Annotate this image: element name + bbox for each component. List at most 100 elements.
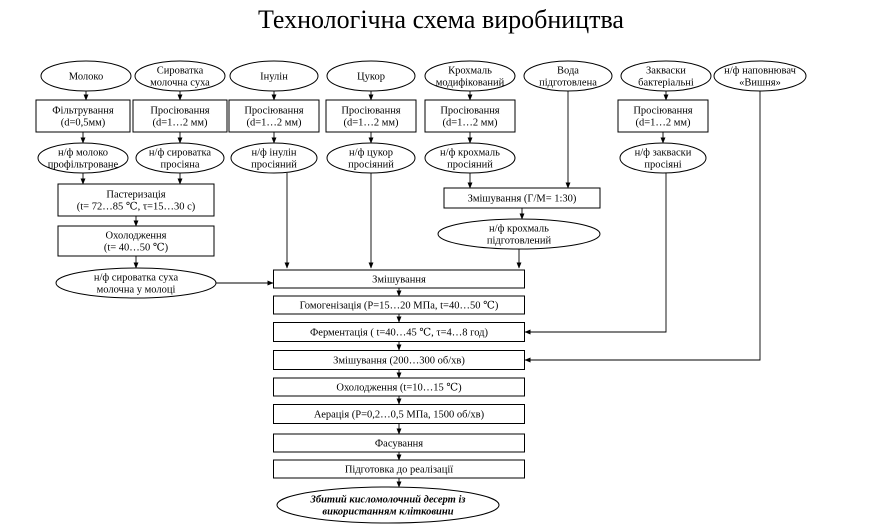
node-sieve-starter-line-2: (d=1…2 мм) xyxy=(635,118,691,129)
node-sieve-sugar-line-1: Просіювання xyxy=(341,106,400,117)
node-sf-starter-line-2: просіяні xyxy=(644,160,681,171)
node-mix1: Змішування xyxy=(273,269,525,289)
node-homog-box xyxy=(273,295,525,315)
node-product-line-2: використанням клітковини xyxy=(322,507,453,518)
node-sf-whey-milk-line-1: н/ф сироватка суха xyxy=(94,273,179,284)
node-prep-sale: Підготовка до реалізації xyxy=(273,459,525,479)
node-sugar-ellipse xyxy=(326,60,416,92)
node-starter-ellipse xyxy=(620,60,712,92)
node-filter-milk: Фільтрування(d=0,5мм) xyxy=(35,99,131,133)
node-sugar: Цукор xyxy=(326,60,416,92)
node-sieve-sugar-line-2: (d=1…2 мм) xyxy=(343,118,399,129)
node-mix-starch-box xyxy=(443,187,601,209)
node-filler-line-1: н/ф наповнювач xyxy=(724,66,796,77)
node-sf-starch-line-2: просіяний xyxy=(447,160,493,171)
node-sf-milk-line-1: н/ф молоко xyxy=(58,148,108,159)
node-sf-milk-line-2: профільтроване xyxy=(48,160,119,171)
node-filter-milk-box xyxy=(35,99,131,133)
node-sf-whey-milk-line-2: молочна у молоці xyxy=(97,285,176,296)
node-sieve-inulin-box xyxy=(228,99,320,133)
node-milk-ellipse xyxy=(40,60,132,92)
node-mix2-line-1: Змішування (200…300 об/хв) xyxy=(333,356,465,367)
node-whey-line-2: молочна суха xyxy=(150,78,210,89)
node-sf-starch-line-1: н/ф крохмаль xyxy=(440,148,500,159)
node-cool1: Охолодження(t= 40…50 ℃) xyxy=(57,225,215,257)
node-sf-sugar-ellipse xyxy=(326,142,416,174)
node-cool1-box xyxy=(57,225,215,257)
node-filler: н/ф наповнювач«Вишня» xyxy=(713,60,807,92)
node-sugar-line-1: Цукор xyxy=(357,72,385,83)
node-sieve-inulin: Просіювання(d=1…2 мм) xyxy=(228,99,320,133)
node-sf-starter-line-1: н/ф закваски xyxy=(635,148,692,159)
node-packing-box xyxy=(273,433,525,453)
node-filter-milk-line-2: (d=0,5мм) xyxy=(61,118,106,129)
node-sieve-sugar-box xyxy=(325,99,417,133)
node-starter-line-1: Закваски xyxy=(646,66,686,77)
node-cool1-line-1: Охолодження xyxy=(106,231,167,242)
node-pasteur-line-1: Пастеризація xyxy=(106,190,165,201)
node-cool2-line-1: Охолодження (t=10…15 ℃) xyxy=(336,383,462,394)
node-mix1-box xyxy=(273,269,525,289)
node-inulin: Інулін xyxy=(229,60,319,92)
node-sieve-whey-box xyxy=(132,99,228,133)
node-sieve-starter: Просіювання(d=1…2 мм) xyxy=(617,99,709,133)
node-sf-starch-ellipse xyxy=(424,142,516,174)
node-sieve-starch-line-2: (d=1…2 мм) xyxy=(442,118,498,129)
node-sf-starch-prep-ellipse xyxy=(437,218,601,250)
node-mix2-box xyxy=(273,350,525,370)
node-prep-sale-box xyxy=(273,459,525,479)
node-sieve-inulin-line-2: (d=1…2 мм) xyxy=(246,118,302,129)
node-sieve-whey-line-2: (d=1…2 мм) xyxy=(152,118,208,129)
node-sf-whey-milk-ellipse xyxy=(55,267,217,299)
node-ferment-box xyxy=(273,322,525,342)
node-filler-line-2: «Вишня» xyxy=(739,78,781,89)
node-product: Збитий кисломолочний десерт ізвикористан… xyxy=(276,486,500,524)
node-ferment: Ферментація ( t=40…45 ℃, τ=4…8 год) xyxy=(273,322,525,342)
node-starch-line-1: Крохмаль xyxy=(448,66,492,77)
node-ferment-line-1: Ферментація ( t=40…45 ℃, τ=4…8 год) xyxy=(310,328,489,339)
node-sf-sugar-line-1: н/ф цукор xyxy=(349,148,393,159)
node-sieve-whey-line-1: Просіювання xyxy=(150,106,209,117)
node-packing-line-1: Фасування xyxy=(375,439,423,450)
node-filler-ellipse xyxy=(713,60,807,92)
node-starch-ellipse xyxy=(424,60,516,92)
node-sf-starch-prep-line-2: підготовлений xyxy=(487,236,552,247)
node-sieve-sugar: Просіювання(d=1…2 мм) xyxy=(325,99,417,133)
node-milk-line-1: Молоко xyxy=(69,72,104,83)
node-product-ellipse xyxy=(276,486,500,524)
node-pasteur-box xyxy=(57,183,215,217)
node-water-ellipse xyxy=(523,60,613,92)
node-pasteur-line-2: (t= 72…85 ℃, τ=15…30 с) xyxy=(77,202,196,213)
node-pasteur: Пастеризація(t= 72…85 ℃, τ=15…30 с) xyxy=(57,183,215,217)
diagram-title: Технологічна схема виробництва xyxy=(258,5,624,34)
node-whey-line-1: Сироватка xyxy=(157,66,204,77)
node-aeration-line-1: Аерація (Р=0,2…0,5 МПа, 1500 об/хв) xyxy=(314,410,485,421)
node-sieve-starch-line-1: Просіювання xyxy=(440,106,499,117)
node-homog-line-1: Гомогенізація (Р=15…20 МПа, t=40…50 ℃) xyxy=(300,301,499,312)
flow-arrow-32 xyxy=(524,173,667,335)
node-mix-starch: Змішування (Г/М= 1:30) xyxy=(443,187,601,209)
flow-arrow-33 xyxy=(524,91,761,363)
node-sieve-starter-box xyxy=(617,99,709,133)
node-aeration: Аерація (Р=0,2…0,5 МПа, 1500 об/хв) xyxy=(273,404,525,424)
node-mix2: Змішування (200…300 об/хв) xyxy=(273,350,525,370)
node-product-line-1: Збитий кисломолочний десерт із xyxy=(310,495,466,506)
node-water-line-2: підготовлена xyxy=(539,78,597,89)
node-mix1-line-1: Змішування xyxy=(372,275,426,286)
node-sf-sugar-line-2: просіяний xyxy=(348,160,394,171)
node-cool2: Охолодження (t=10…15 ℃) xyxy=(273,377,525,397)
node-sf-milk-ellipse xyxy=(37,142,129,174)
node-sf-inulin-ellipse xyxy=(230,142,318,174)
